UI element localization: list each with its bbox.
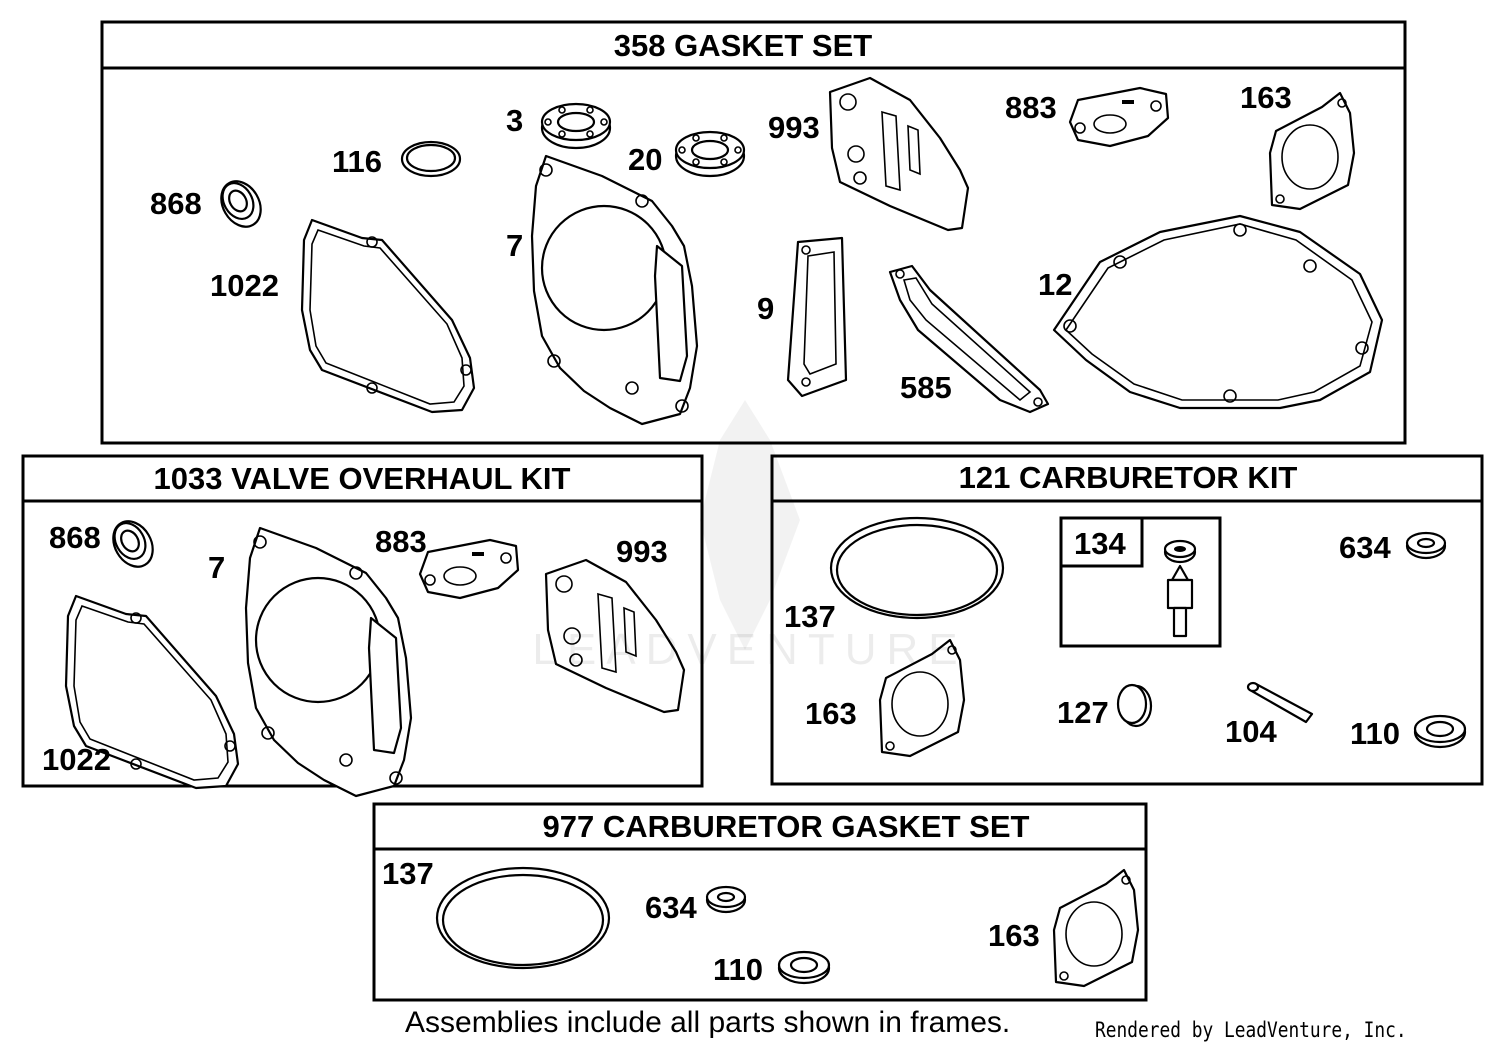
part-label: 3 — [506, 103, 523, 138]
watermark: LEADVENTURE — [532, 400, 967, 674]
part-label: 110 — [1350, 716, 1400, 751]
breather-tube-gasket-part — [888, 264, 1050, 414]
part-label: 134 — [1074, 526, 1126, 561]
intake-gasket-part — [1068, 86, 1170, 148]
part-label: 20 — [628, 142, 662, 177]
part-label: 634 — [645, 890, 697, 925]
kit-frame — [372, 802, 1148, 1002]
washer-part — [705, 885, 747, 914]
washer-part — [1405, 531, 1447, 560]
part-label: 585 — [900, 370, 952, 405]
exhaust-gasket-part — [786, 236, 848, 398]
kit-title: 121 CARBURETOR KIT — [959, 460, 1298, 495]
float-bowl-gasket-part — [829, 516, 1005, 620]
o-ring-part — [400, 140, 462, 178]
kit-frame — [100, 20, 1407, 445]
rocker-cover-gasket-part — [300, 218, 476, 414]
part-label: 9 — [757, 291, 774, 326]
credit-text: Rendered by LeadVenture, Inc. — [1095, 1018, 1407, 1042]
part-label: 7 — [506, 228, 523, 263]
oil-seal-part — [104, 513, 162, 575]
part-label: 163 — [805, 696, 857, 731]
needle-seat-subassembly: 134 — [1059, 516, 1222, 648]
part-label: 163 — [1240, 80, 1292, 115]
breather-gasket-part — [828, 76, 970, 232]
cylinder-head-gasket-part — [244, 526, 413, 798]
seal-part — [674, 130, 746, 178]
part-label: 104 — [1225, 714, 1277, 749]
kit-title: 358 GASKET SET — [614, 28, 872, 63]
cylinder-head-gasket-part — [530, 154, 699, 426]
part-label: 127 — [1057, 695, 1109, 730]
kit-frame — [770, 454, 1484, 786]
float-bowl-gasket-part — [435, 866, 611, 970]
part-label: 137 — [784, 599, 836, 634]
kit-title: 977 CARBURETOR GASKET SET — [543, 809, 1030, 844]
washer-part — [1413, 714, 1467, 749]
part-label: 110 — [713, 952, 763, 987]
welch-plug-part — [1116, 683, 1153, 728]
air-cleaner-gasket-part — [1052, 868, 1140, 988]
kit-121-carburetor-kit: 121 CARBURETOR KIT 134 137 634 163 — [770, 454, 1484, 786]
oil-seal-part — [212, 173, 270, 235]
part-label: 868 — [150, 186, 202, 221]
crankcase-gasket-part — [1052, 214, 1384, 410]
part-label: 883 — [375, 524, 427, 559]
float-pin-part — [1246, 681, 1314, 724]
footer-note: Assemblies include all parts shown in fr… — [405, 1006, 1011, 1039]
kit-358-gasket-set: 358 GASKET SET — [100, 20, 1407, 445]
part-label: 1022 — [42, 742, 111, 777]
part-label: 868 — [49, 520, 101, 555]
intake-gasket-part — [418, 538, 520, 600]
part-label: 993 — [616, 534, 668, 569]
seal-part — [540, 102, 612, 150]
part-label: 883 — [1005, 90, 1057, 125]
part-label: 1022 — [210, 268, 279, 303]
part-label: 163 — [988, 918, 1040, 953]
part-label: 116 — [332, 144, 382, 179]
part-label: 12 — [1038, 267, 1072, 302]
part-label: 7 — [208, 550, 225, 585]
part-label: 634 — [1339, 530, 1391, 565]
kit-1033-valve-overhaul-kit: 1033 VALVE OVERHAUL KIT 868 7 883 993 10… — [21, 454, 704, 798]
kit-977-carburetor-gasket-set: 977 CARBURETOR GASKET SET 137 634 110 16… — [372, 802, 1148, 1002]
watermark-text: LEADVENTURE — [532, 625, 967, 674]
kit-title: 1033 VALVE OVERHAUL KIT — [154, 461, 571, 496]
washer-part — [777, 950, 831, 985]
part-label: 137 — [382, 856, 434, 891]
part-label: 993 — [768, 110, 820, 145]
